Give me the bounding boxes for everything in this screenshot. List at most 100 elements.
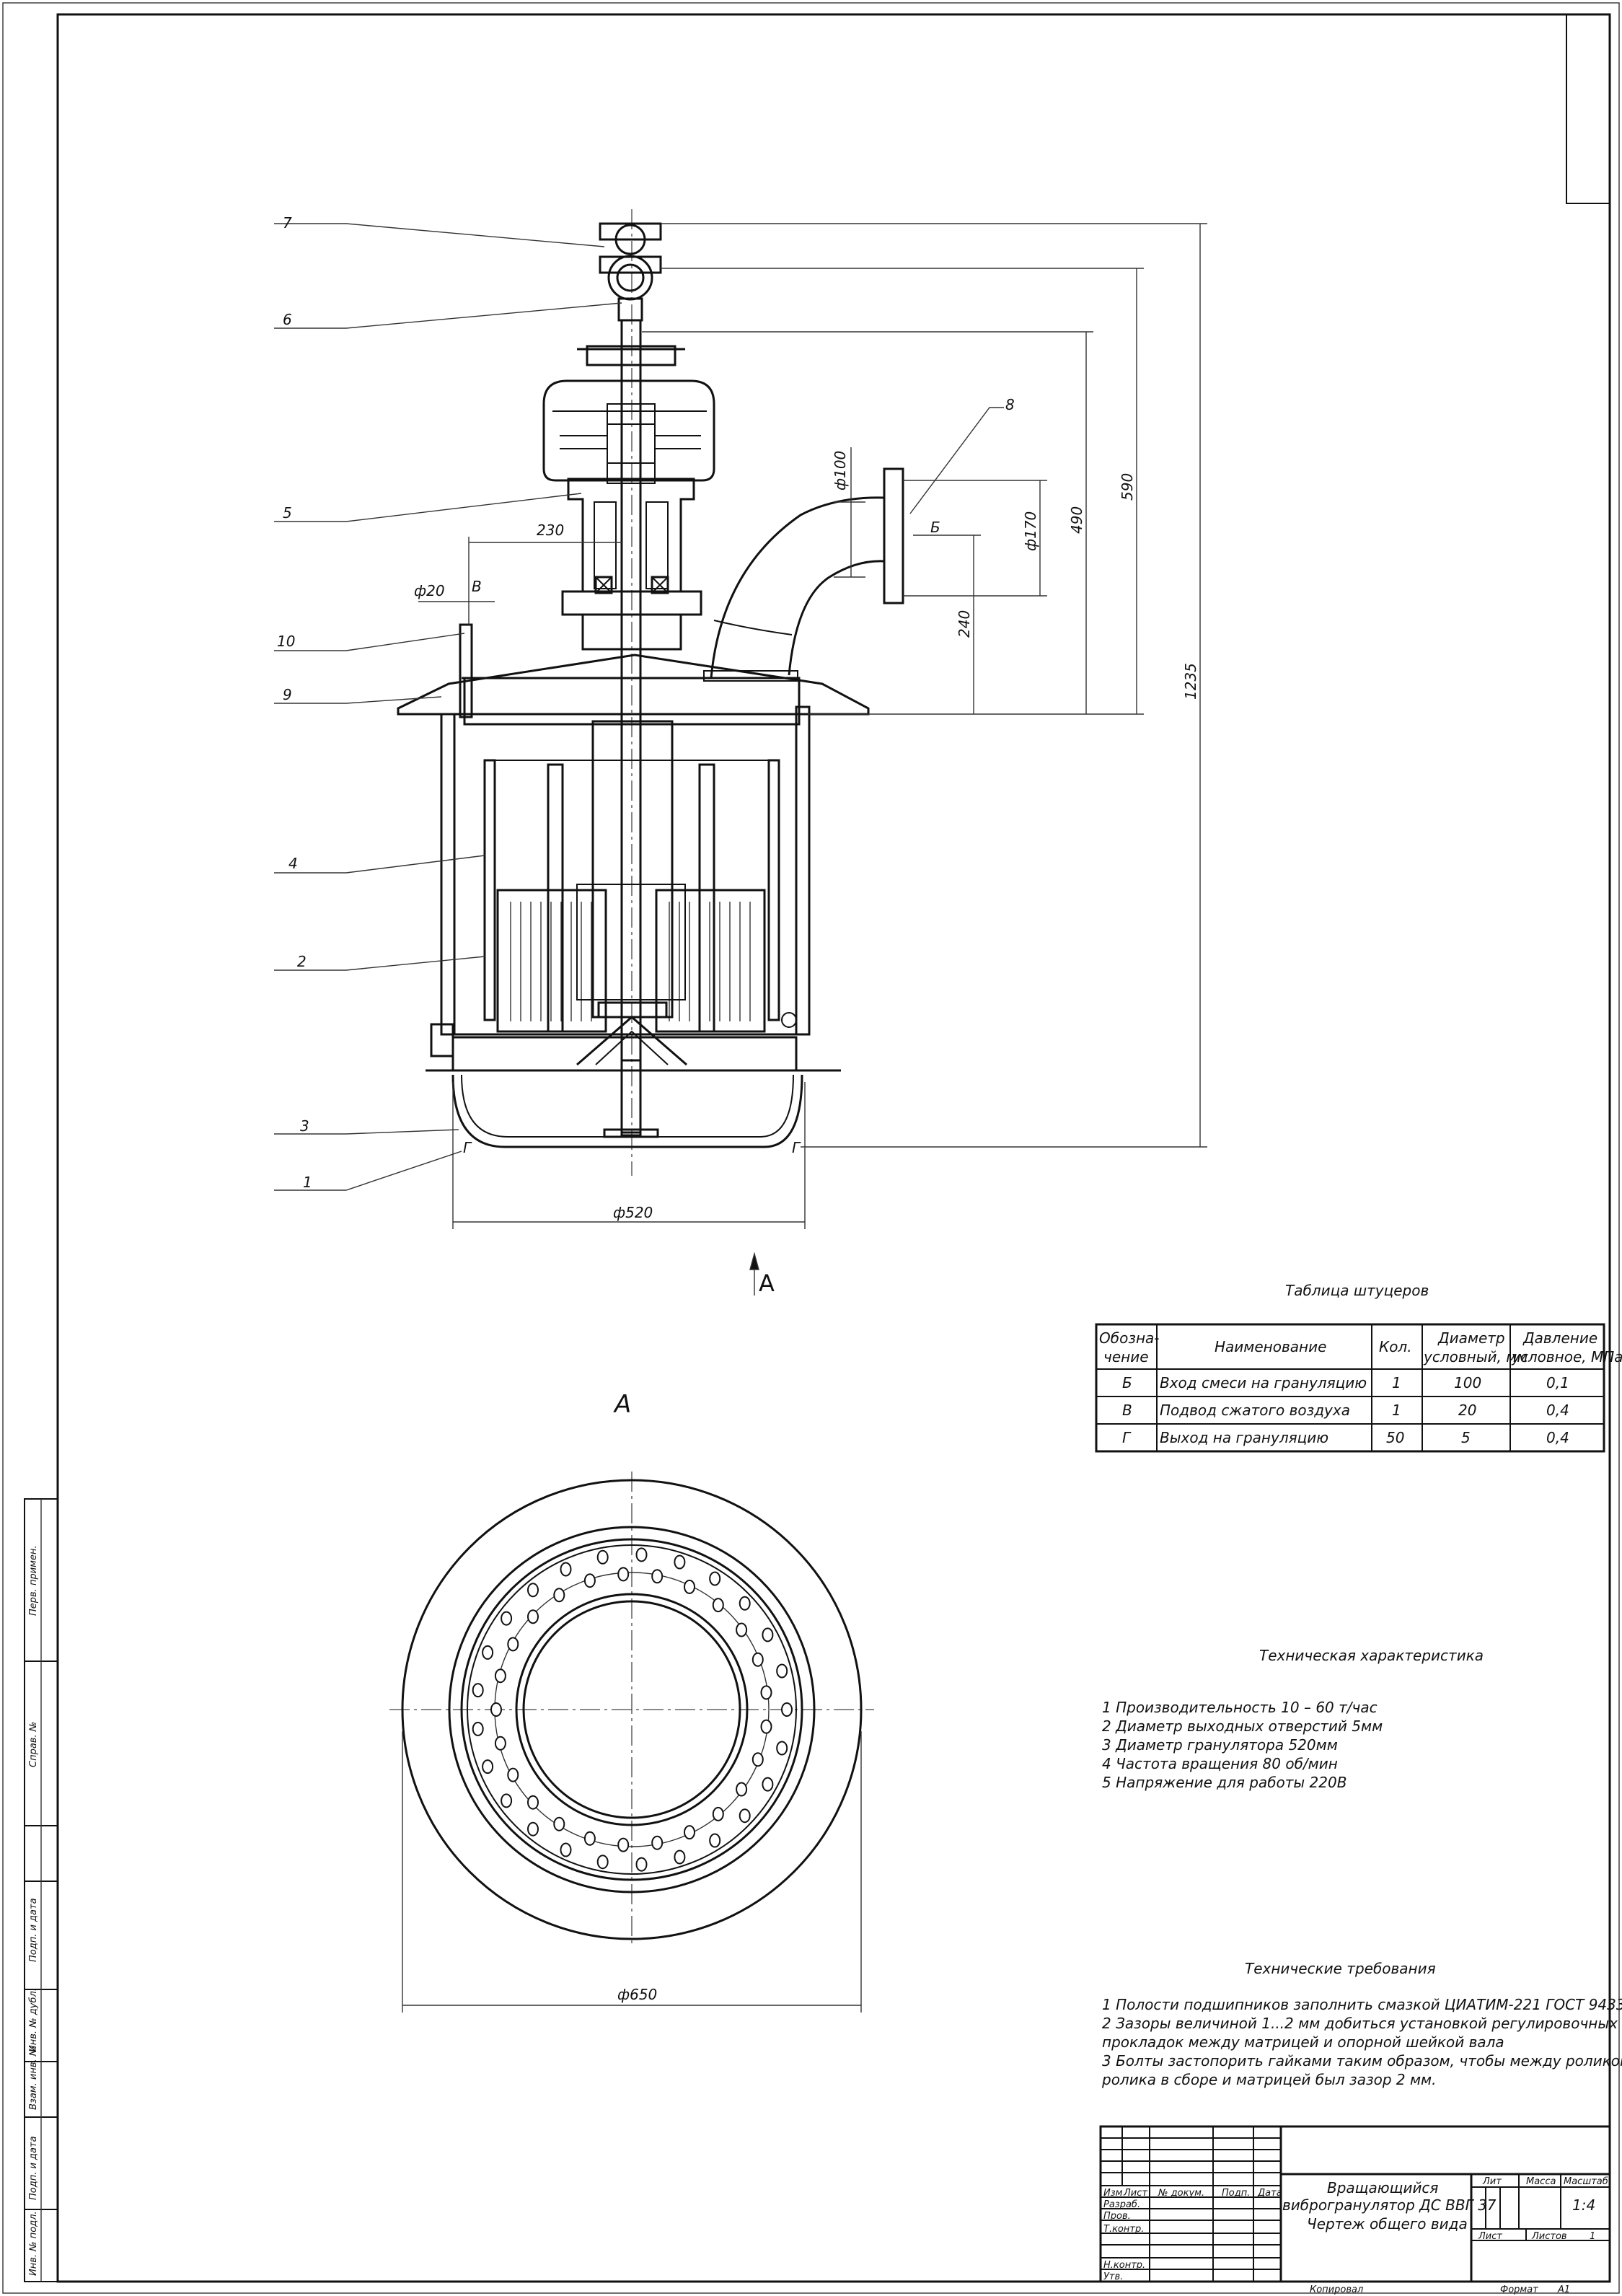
position-9: 9: [283, 686, 292, 703]
tb-role-2: Пров.: [1103, 2211, 1131, 2222]
nozzle-row-1-diameter: 100: [1454, 1374, 1481, 1391]
side-stamp-label-1: Перв. примен.: [28, 1545, 39, 1616]
tech-req-title: Технические требования: [1245, 1960, 1436, 1977]
port-b-label: Б: [930, 519, 940, 536]
outlet-hole-2: [776, 1741, 788, 1756]
outlet-hole-5: [709, 1833, 721, 1848]
position-2: 2: [297, 953, 307, 970]
nozzle-row-2-pressure: 0,4: [1546, 1402, 1569, 1419]
tb-sheets-value: 1: [1590, 2231, 1595, 2242]
outlet-hole-18: [560, 1562, 572, 1577]
position-5: 5: [283, 504, 292, 522]
outlet-hole-50: [760, 1685, 772, 1700]
outlet-hole-13: [472, 1721, 484, 1736]
outlet-hole-12: [482, 1759, 494, 1774]
nozzle-header-pressure-2: условное, МПа: [1511, 1348, 1622, 1365]
nozzle-row-2-qty: 1: [1392, 1402, 1401, 1419]
tb-name-2: виброгранулятор ДС ВВГ 37: [1282, 2196, 1497, 2214]
tb-scale-value: 1:4: [1572, 2196, 1595, 2214]
title-block: Изм Лист № докум. Подп. Дата Разраб. Про…: [1099, 2125, 1611, 2283]
nozzle-header-name: Наименование: [1215, 1338, 1326, 1355]
tech-req-line-4: 3 Болты застопорить гайками таким образо…: [1102, 2052, 1622, 2070]
outlet-hole-14: [472, 1683, 484, 1698]
dim-d100: ф100: [832, 451, 849, 491]
side-stamp-label-4: Инв. № дубл.: [28, 1988, 39, 2052]
outlet-hole-27: [752, 1752, 764, 1767]
outlet-hole-43: [583, 1573, 596, 1588]
nozzle-row-1-name: Вход смеси на грануляцию: [1160, 1374, 1367, 1391]
outlet-hole-23: [739, 1596, 751, 1611]
nozzle-row-1-designation: Б: [1122, 1374, 1132, 1391]
outlet-hole-3: [762, 1777, 774, 1792]
tb-izm: Изм: [1103, 2188, 1123, 2199]
outlet-hole-41: [527, 1609, 539, 1624]
outlet-hole-31: [651, 1835, 664, 1850]
dim-240: 240: [956, 610, 973, 638]
format-label: Формат: [1500, 2284, 1538, 2295]
top-right-stamp: [1566, 14, 1610, 204]
position-7: 7: [283, 214, 292, 232]
outlet-hole-36: [507, 1767, 519, 1782]
outlet-hole-17: [527, 1583, 539, 1598]
port-g-right-label: Г: [792, 1139, 801, 1156]
tb-doc: № докум.: [1158, 2188, 1204, 2199]
tb-lit: Лит: [1482, 2176, 1502, 2187]
view-a-title: А: [613, 1390, 631, 1419]
tech-specs: Техническая характеристика 1 Производите…: [1102, 1647, 1484, 1791]
outlet-hole-10: [527, 1821, 539, 1837]
dim-d170: ф170: [1022, 511, 1039, 551]
tech-req-line-1: 1 Полости подшипников заполнить смазкой …: [1102, 1996, 1622, 2013]
outlet-hole-49: [752, 1652, 764, 1667]
tb-list: Лист: [1123, 2188, 1147, 2199]
dim-590: 590: [1119, 473, 1136, 501]
tech-spec-line-1: 1 Производительность 10 – 60 т/час: [1102, 1699, 1378, 1716]
nozzle-row-2-designation: В: [1122, 1402, 1132, 1419]
tech-spec-line-3: 3 Диаметр гранулятора 520мм: [1102, 1736, 1338, 1754]
dim-230: 230: [537, 522, 564, 539]
nozzle-table-title: Таблица штуцеров: [1285, 1282, 1429, 1299]
nozzle-table: Таблица штуцеров Обозна- чение Наименова…: [1095, 1282, 1622, 1453]
tb-role-6: Утв.: [1103, 2271, 1123, 2282]
nozzle-row-3-designation: Г: [1122, 1429, 1132, 1446]
outlet-hole-19: [596, 1549, 609, 1565]
tech-req-line-5: ролика в сборе и матрицей был зазор 2 мм…: [1101, 2071, 1437, 2088]
outlet-hole-46: [684, 1579, 695, 1594]
position-10: 10: [277, 633, 295, 650]
outlet-hole-20: [635, 1547, 648, 1562]
format-value: А1: [1557, 2284, 1570, 2295]
outlet-hole-45: [651, 1569, 664, 1584]
tb-role-3: Т.контр.: [1103, 2224, 1144, 2235]
outlet-hole-38: [490, 1702, 502, 1717]
outlet-hole-48: [736, 1622, 748, 1637]
outlet-hole-30: [684, 1825, 695, 1840]
outlet-hole-26: [760, 1719, 772, 1734]
position-8: 8: [1005, 396, 1015, 413]
tb-mass: Масса: [1526, 2176, 1556, 2187]
position-1: 1: [303, 1174, 312, 1191]
outlet-hole-22: [709, 1571, 721, 1586]
tb-name-1: Вращающийся: [1327, 2179, 1438, 2196]
nozzle-row-1-qty: 1: [1392, 1374, 1401, 1391]
dim-d520: ф520: [613, 1204, 653, 1221]
dim-490: 490: [1068, 506, 1085, 534]
outlet-hole-29: [712, 1806, 724, 1821]
copied-label: Копировал: [1310, 2284, 1363, 2295]
nozzle-row-3-diameter: 5: [1461, 1429, 1471, 1446]
position-6: 6: [283, 311, 292, 328]
main-section-view: 7 6 5 10 9 4 2 3 1 8 230 ф20 В Б Г Г ф10…: [274, 209, 1207, 1297]
nozzle-header-qty: Кол.: [1379, 1338, 1412, 1355]
tb-sign: Подп.: [1222, 2188, 1250, 2199]
nozzle-row-3-pressure: 0,4: [1546, 1429, 1569, 1446]
nozzle-header-diameter-1: Диаметр: [1437, 1329, 1505, 1347]
outlet-hole-15: [482, 1645, 494, 1660]
tech-req-line-3: прокладок между матрицей и опорной шейко…: [1102, 2033, 1504, 2051]
outlet-hole-33: [583, 1831, 596, 1846]
dim-d20: ф20: [414, 582, 445, 599]
outlet-hole-9: [560, 1842, 572, 1857]
port-g-left-label: Г: [463, 1139, 472, 1156]
side-stamp-label-2: Справ. №: [28, 1722, 39, 1767]
outlet-hole-35: [527, 1795, 539, 1810]
outlet-hole-34: [553, 1816, 565, 1831]
tech-req-line-2: 2 Зазоры величиной 1...2 мм добиться уст…: [1102, 2015, 1618, 2032]
